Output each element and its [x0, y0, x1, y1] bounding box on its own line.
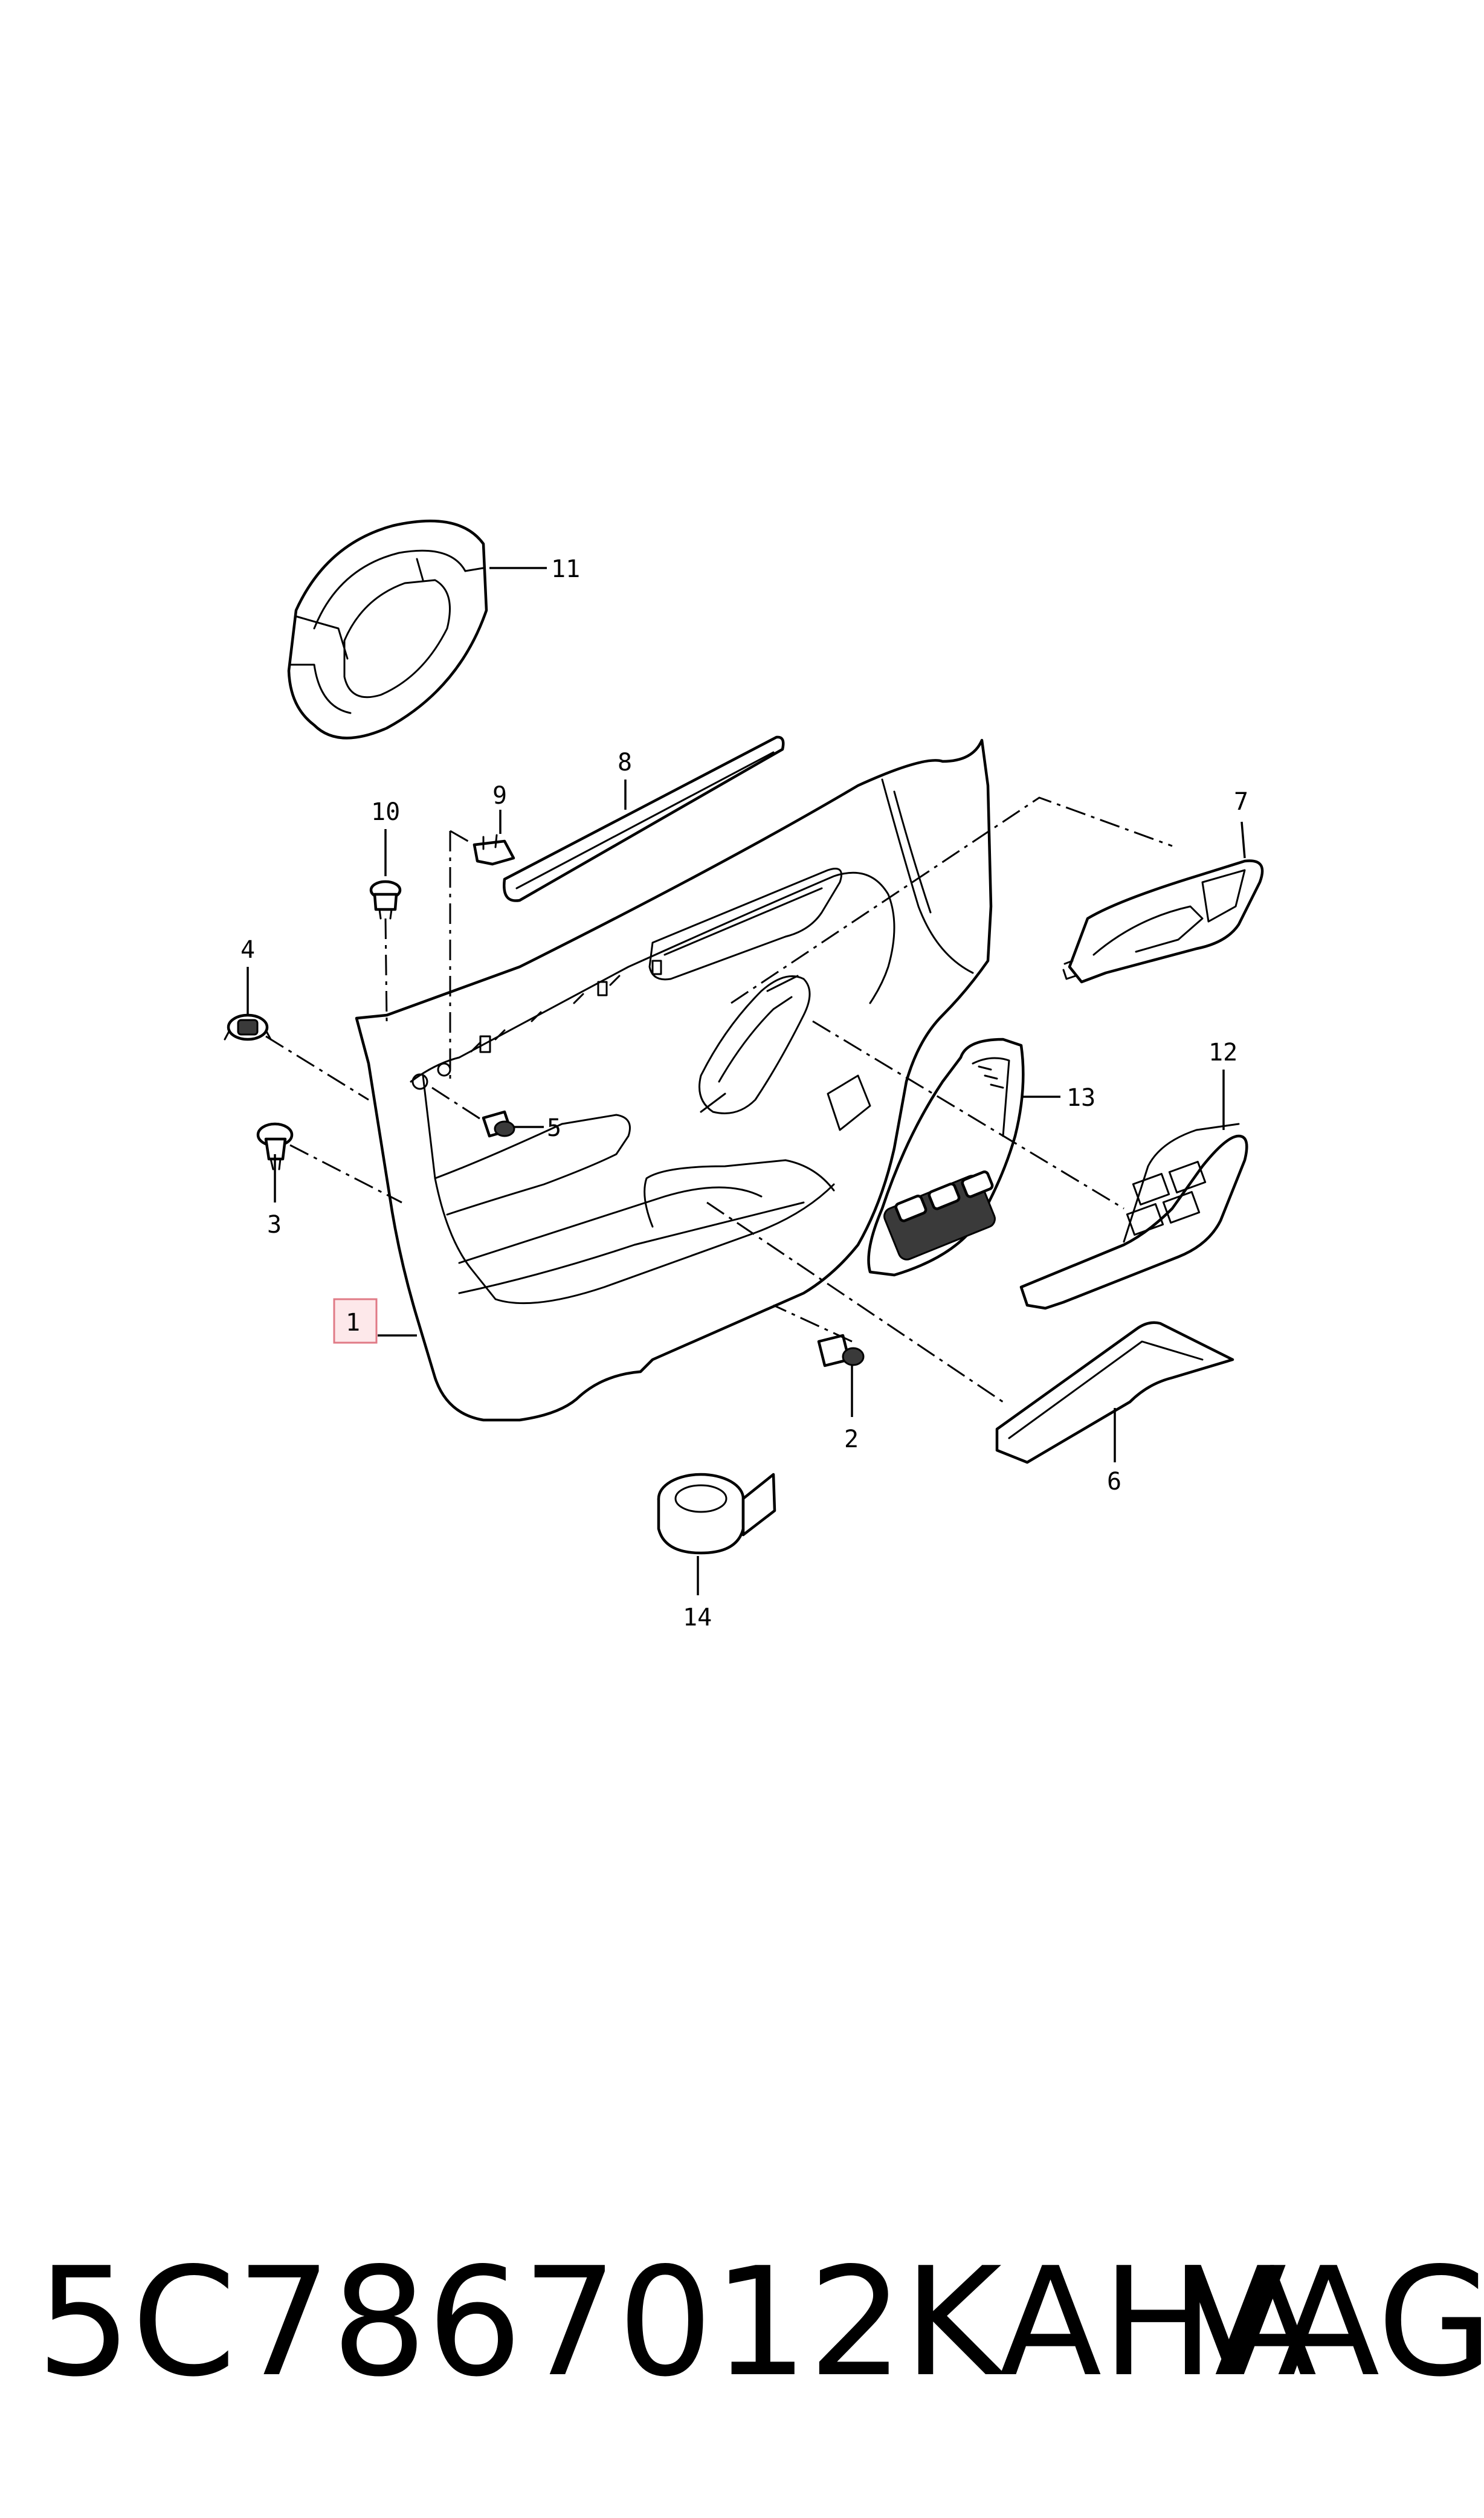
- callout-11[interactable]: 11: [551, 555, 580, 583]
- callout-4[interactable]: 4: [240, 936, 255, 964]
- part-13-speaker-cover: [867, 1038, 1025, 1277]
- callout-6[interactable]: 6: [1107, 1468, 1121, 1496]
- callout-12[interactable]: 12: [1208, 1039, 1237, 1067]
- callout-8[interactable]: 8: [618, 749, 632, 776]
- alignment-lines: [265, 796, 1173, 1403]
- part-1-door-panel: [355, 738, 993, 1422]
- callout-1-highlight: [333, 1298, 378, 1344]
- part-11-sound-insulation: [287, 519, 488, 740]
- brand-name: VAG: [1184, 2236, 1484, 2410]
- callout-14[interactable]: 14: [683, 1604, 712, 1632]
- part-9-clip: [473, 834, 515, 866]
- part-10-push-clip: [369, 880, 402, 920]
- part-number: 5C7867012KAHA: [36, 2236, 1317, 2410]
- callout-7[interactable]: 7: [1234, 788, 1248, 816]
- part-8-trim-strip: [503, 735, 785, 902]
- part-2-screw: [817, 1334, 865, 1367]
- callout-1[interactable]: 1: [346, 1309, 360, 1337]
- callout-labels: 1 2 3 4 5 6 7 8 9 10 11 12 13 14: [240, 555, 1248, 1632]
- callout-9[interactable]: 9: [492, 782, 507, 810]
- callout-3[interactable]: 3: [267, 1211, 282, 1239]
- part-4-rivet: [224, 1013, 272, 1041]
- part-7-handle-trim: [1062, 859, 1264, 984]
- callout-10[interactable]: 10: [371, 798, 400, 826]
- callout-5[interactable]: 5: [547, 1114, 561, 1142]
- part-6-lower-trim: [995, 1321, 1234, 1464]
- part-3-clip: [256, 1122, 294, 1170]
- part-5-screw: [482, 1110, 515, 1138]
- part-14-tape-roll: [657, 1473, 776, 1555]
- callout-13[interactable]: 13: [1066, 1084, 1095, 1112]
- part-12-switch-panel: [1019, 1123, 1248, 1310]
- leader-lines: [247, 567, 1246, 1595]
- callout-2[interactable]: 2: [844, 1425, 859, 1453]
